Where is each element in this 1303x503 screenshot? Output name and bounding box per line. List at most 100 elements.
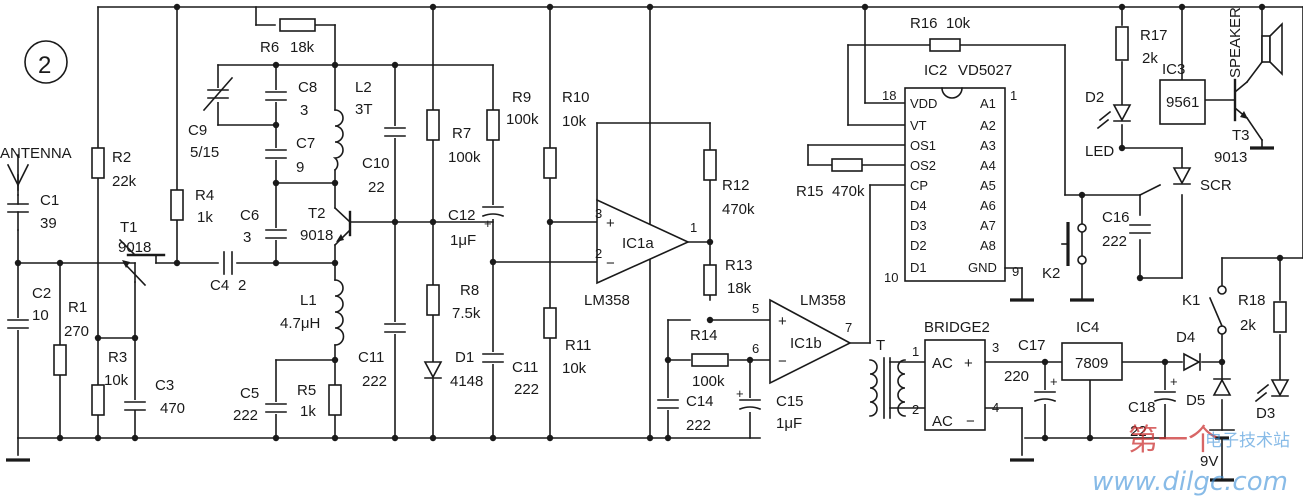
svg-text:3: 3 xyxy=(300,102,308,119)
svg-text:7.5k: 7.5k xyxy=(452,305,481,322)
svg-text:222: 222 xyxy=(1102,233,1127,250)
svg-text:C9: C9 xyxy=(188,122,207,139)
svg-text:2k: 2k xyxy=(1142,50,1158,67)
svg-text:T: T xyxy=(876,337,885,354)
svg-text:3: 3 xyxy=(595,206,602,221)
svg-text:A5: A5 xyxy=(980,178,996,193)
svg-text:D5: D5 xyxy=(1186,392,1205,409)
svg-text:R6: R6 xyxy=(260,39,279,56)
capacitor-c5: C5 222 xyxy=(233,385,288,424)
svg-text:222: 222 xyxy=(686,417,711,434)
capacitor-c18: + C18 22 xyxy=(1128,374,1178,440)
svg-text:IC1a: IC1a xyxy=(622,235,654,252)
svg-text:4: 4 xyxy=(992,400,999,415)
svg-text:K1: K1 xyxy=(1182,292,1200,309)
svg-text:C7: C7 xyxy=(296,135,315,152)
svg-text:IC1b: IC1b xyxy=(790,335,822,352)
resistor-r7: R7 100k xyxy=(426,109,481,166)
resistor-r14: R14 100k xyxy=(690,327,729,390)
capacitor-c11b: C11 222 xyxy=(481,352,539,398)
svg-text:A7: A7 xyxy=(980,218,996,233)
svg-text:R15: R15 xyxy=(796,183,824,200)
svg-text:C6: C6 xyxy=(240,207,259,224)
svg-text:5: 5 xyxy=(752,301,759,316)
svg-text:OS1: OS1 xyxy=(910,138,936,153)
svg-text:1k: 1k xyxy=(300,403,316,420)
svg-text:5/15: 5/15 xyxy=(190,144,219,161)
svg-text:R3: R3 xyxy=(108,349,127,366)
junction-dots xyxy=(14,3,1284,442)
svg-text:R18: R18 xyxy=(1238,292,1266,309)
svg-text:D2: D2 xyxy=(1085,89,1104,106)
led-d3: D3 xyxy=(1254,379,1290,422)
svg-text:R17: R17 xyxy=(1140,27,1168,44)
svg-text:C15: C15 xyxy=(776,393,804,410)
capacitor-c14: C14 222 xyxy=(656,393,714,434)
resistor-r8: R8 7.5k xyxy=(426,282,481,322)
svg-text:100k: 100k xyxy=(448,149,481,166)
capacitor-c15: + C15 1μF xyxy=(736,386,804,432)
ic2-vd5027: IC2 VD5027 18 1 10 9 VDD VT OS1 OS2 CP D… xyxy=(882,62,1023,285)
svg-text:电子技术站: 电子技术站 xyxy=(1205,431,1290,451)
svg-text:10k: 10k xyxy=(946,15,971,32)
svg-text:ANTENNA: ANTENNA xyxy=(0,145,72,162)
ic2-left-pins: VDD VT OS1 OS2 CP D4 D3 D2 D1 xyxy=(910,96,937,275)
svg-text:VD5027: VD5027 xyxy=(958,62,1012,79)
svg-text:22: 22 xyxy=(1130,423,1147,440)
resistor-r9: R9 100k xyxy=(486,89,539,141)
resistor-r10: R10 10k xyxy=(543,89,590,179)
capacitor-c1: C1 39 xyxy=(7,192,59,232)
svg-text:R5: R5 xyxy=(297,382,316,399)
svg-text:R1: R1 xyxy=(68,299,87,316)
svg-text:IC3: IC3 xyxy=(1162,61,1185,78)
svg-text:VT: VT xyxy=(910,118,927,133)
svg-text:R12: R12 xyxy=(722,177,750,194)
svg-text:4.7μH: 4.7μH xyxy=(280,315,320,332)
svg-text:9018: 9018 xyxy=(300,227,333,244)
opamp-ic1b: + − IC1b LM358 5 6 7 xyxy=(752,292,852,385)
pushbutton-k2: K2 xyxy=(1042,222,1087,282)
svg-text:6: 6 xyxy=(752,341,759,356)
resistor-r18: R18 2k xyxy=(1238,292,1287,334)
svg-text:2: 2 xyxy=(912,402,919,417)
resistor-r17: R17 2k xyxy=(1115,26,1168,67)
svg-text:C1: C1 xyxy=(40,192,59,209)
svg-text:+: + xyxy=(778,313,787,330)
svg-text:3: 3 xyxy=(243,229,251,246)
resistor-r2: R2 22k xyxy=(91,147,137,190)
opamp-ic1a: + − IC1a LM358 3 2 1 xyxy=(584,198,697,309)
svg-text:A3: A3 xyxy=(980,138,996,153)
svg-text:18: 18 xyxy=(882,88,896,103)
svg-text:D1: D1 xyxy=(910,260,927,275)
resistor-r1: R1 270 xyxy=(53,299,89,376)
transistor-t3: T3 9013 xyxy=(1214,78,1250,166)
svg-text:+: + xyxy=(964,355,973,372)
svg-text:100k: 100k xyxy=(506,111,539,128)
svg-text:220: 220 xyxy=(1004,368,1029,385)
svg-text:C16: C16 xyxy=(1102,209,1130,226)
svg-text:C8: C8 xyxy=(298,79,317,96)
svg-text:R16: R16 xyxy=(910,15,938,32)
scr: SCR xyxy=(1172,167,1232,194)
svg-text:+: + xyxy=(606,215,615,232)
svg-text:www.dilgc.com: www.dilgc.com xyxy=(1092,467,1288,497)
resistor-r13: R13 18k xyxy=(703,257,753,297)
svg-text:T2: T2 xyxy=(308,205,326,222)
svg-text:A4: A4 xyxy=(980,158,996,173)
svg-text:D4: D4 xyxy=(910,198,927,213)
diode-d4: D4 xyxy=(1176,329,1201,372)
resistor-r11: R11 10k xyxy=(543,307,591,377)
svg-text:OS2: OS2 xyxy=(910,158,936,173)
antenna: ANTENNA xyxy=(0,145,72,191)
svg-text:−: − xyxy=(966,413,975,430)
capacitor-c7: C7 9 xyxy=(264,135,315,176)
svg-text:C5: C5 xyxy=(240,385,259,402)
svg-text:L2: L2 xyxy=(355,79,372,96)
svg-text:AC: AC xyxy=(932,413,953,430)
svg-text:R11: R11 xyxy=(565,337,591,354)
svg-text:1k: 1k xyxy=(197,209,213,226)
inductor-l2: L2 3T xyxy=(332,79,373,172)
svg-text:A6: A6 xyxy=(980,198,996,213)
svg-text:L1: L1 xyxy=(300,292,317,309)
svg-text:+: + xyxy=(736,386,744,401)
